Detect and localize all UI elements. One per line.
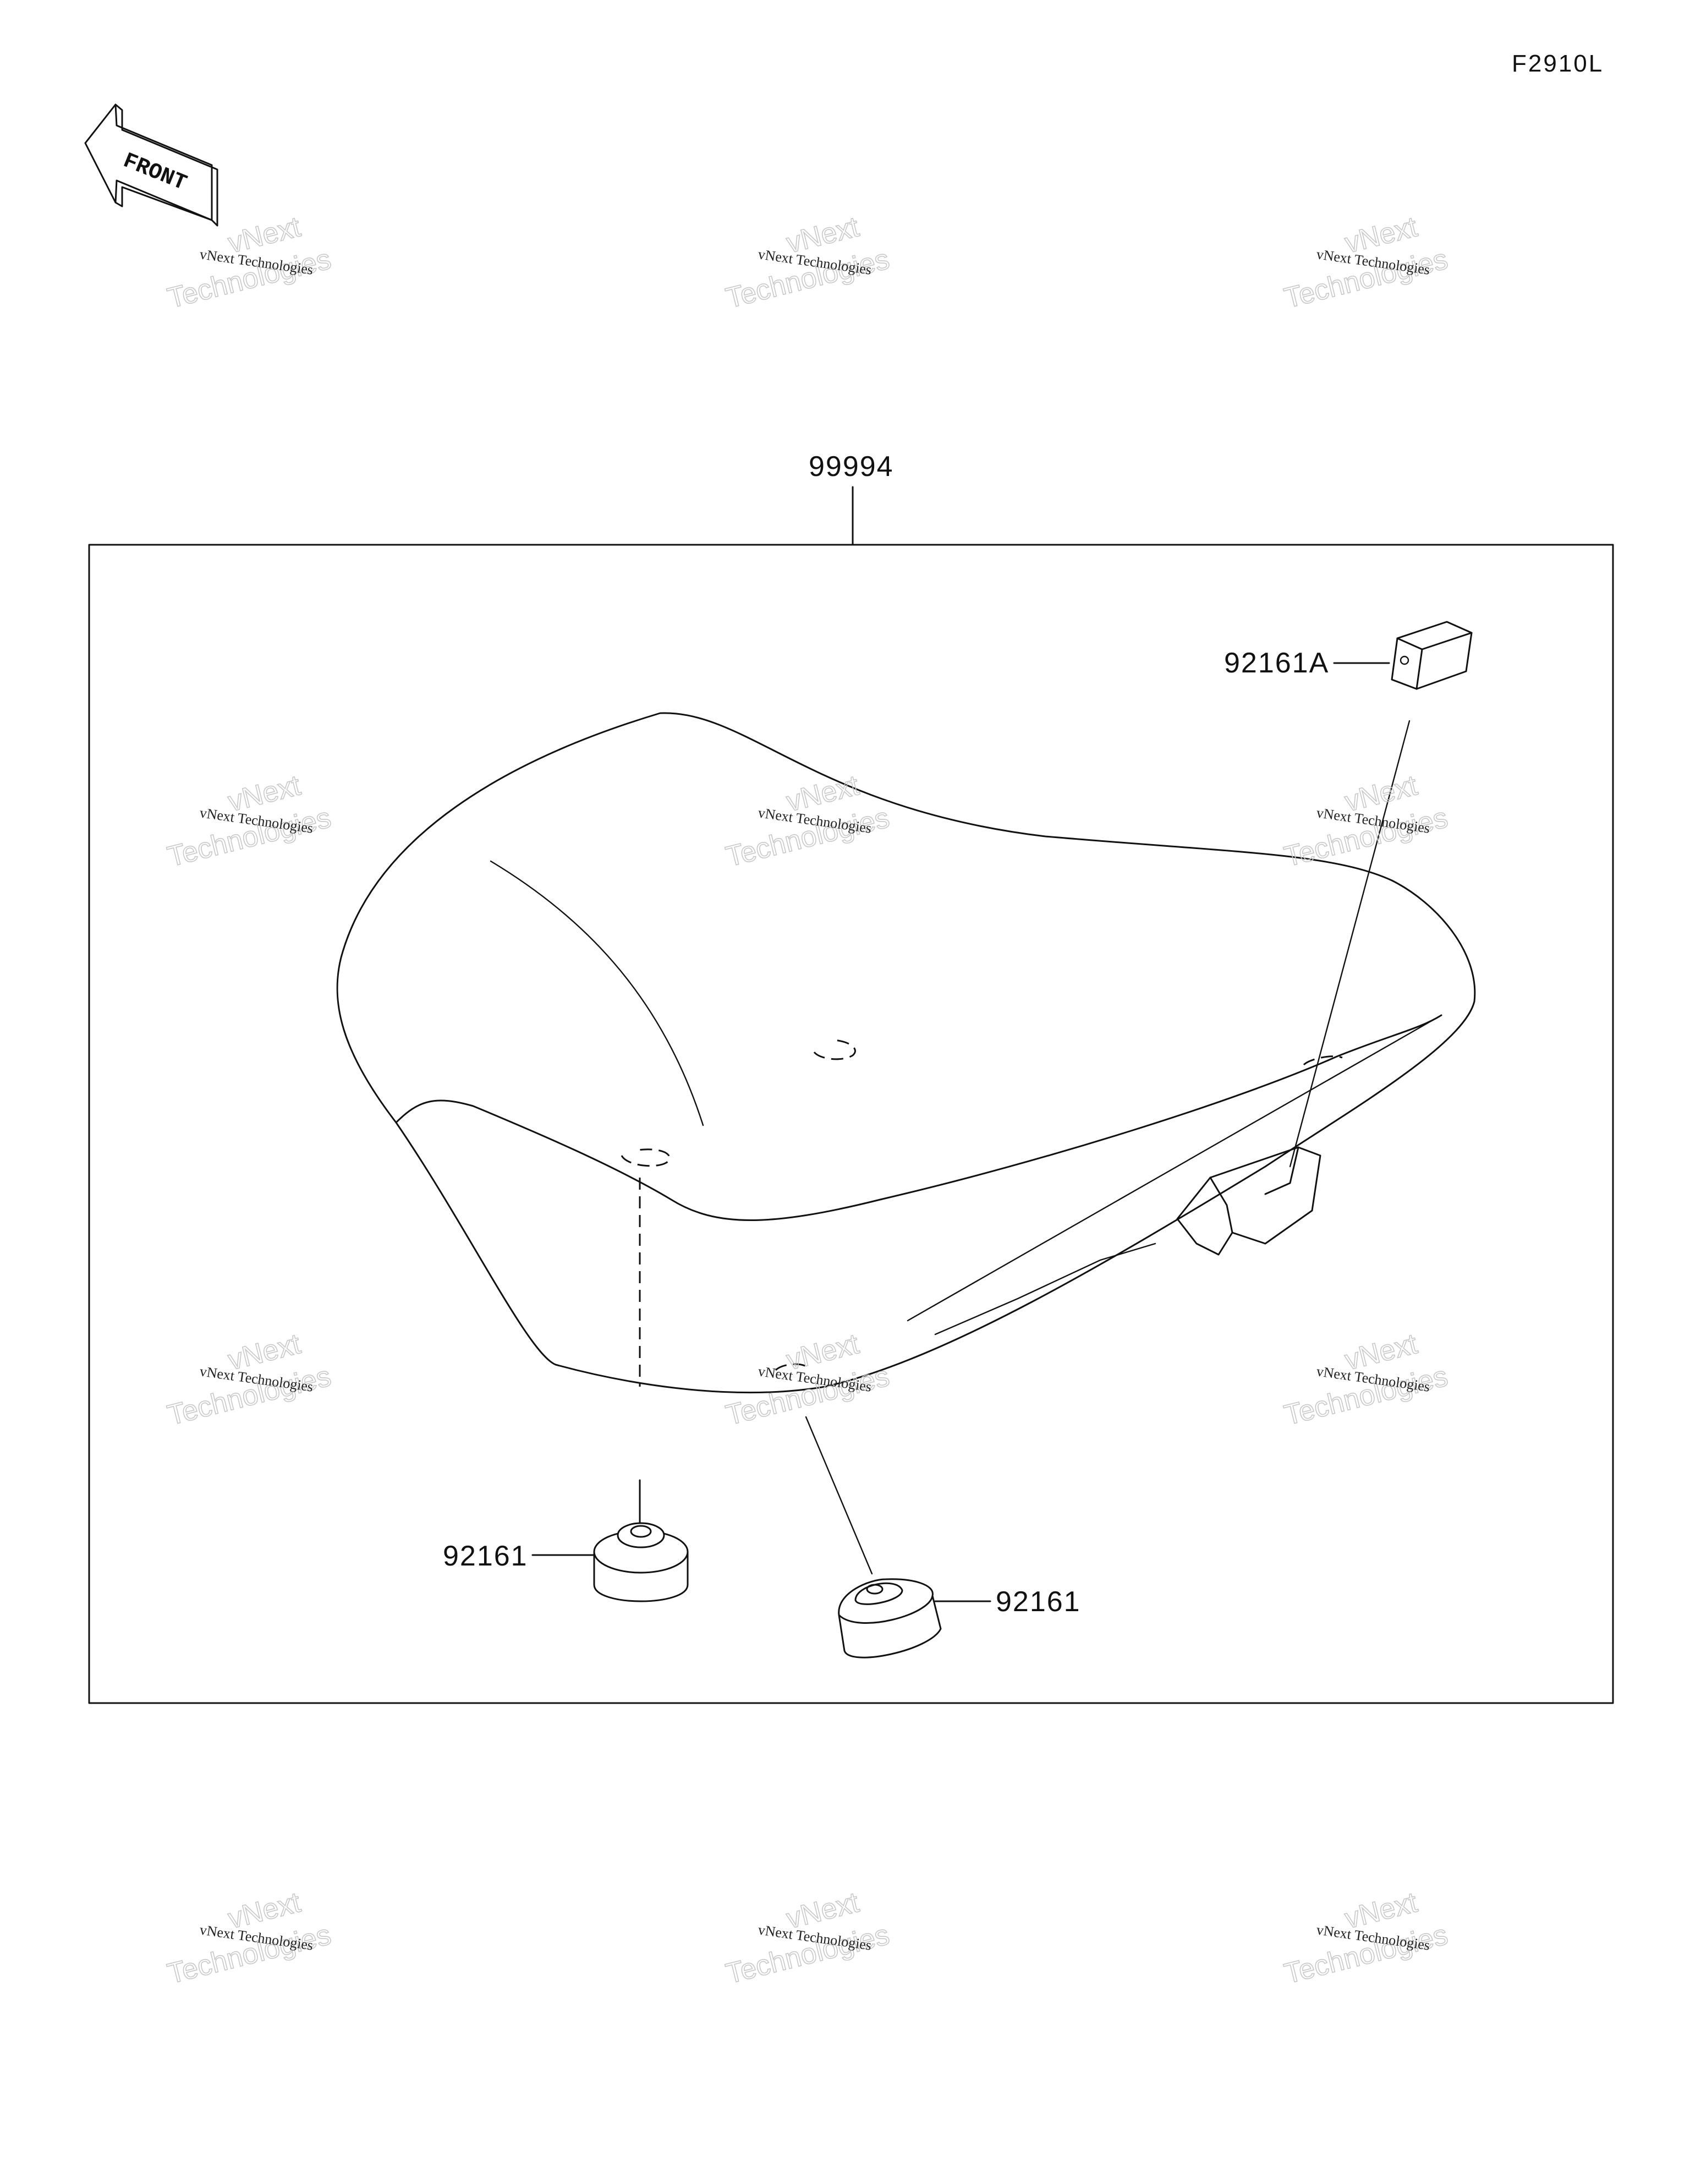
watermark: Technologies vNext vNext Technologies	[1281, 769, 1451, 873]
watermark: Technologies vNext vNext Technologies	[1281, 1886, 1451, 1990]
damper-92161-right	[805, 1416, 942, 1658]
watermark: Technologies vNext vNext Technologies	[164, 1886, 334, 1990]
watermark: Technologies vNext vNext Technologies	[722, 1327, 893, 1432]
label-92161A: 92161A	[1224, 647, 1329, 679]
watermark: Technologies vNext vNext Technologies	[1281, 1327, 1451, 1432]
watermark: Technologies vNext vNext Technologies	[164, 769, 334, 873]
figure-code: F2910L	[1512, 50, 1604, 77]
watermark: Technologies vNext vNext Technologies	[1281, 210, 1451, 315]
watermark: Technologies vNext vNext Technologies	[722, 210, 893, 315]
watermark: Technologies vNext vNext Technologies	[722, 769, 893, 873]
damper-92161-left	[593, 1178, 689, 1602]
label-99994: 99994	[809, 451, 894, 483]
label-92161-right: 92161	[996, 1586, 1081, 1618]
damper-92161A	[1391, 621, 1473, 690]
watermark: Technologies vNext vNext Technologies	[164, 1327, 334, 1432]
watermark: Technologies vNext vNext Technologies	[722, 1886, 893, 1990]
seat-illustration	[336, 712, 1476, 1394]
leader-92161-right-to-seat	[805, 1416, 873, 1575]
label-92161-left: 92161	[443, 1540, 528, 1572]
front-arrow-icon: FRONT	[84, 103, 218, 227]
watermark: Technologies vNext vNext Technologies	[164, 210, 334, 315]
leader-92161A-to-seat	[1289, 720, 1411, 1168]
assembly-frame	[88, 544, 1614, 1704]
